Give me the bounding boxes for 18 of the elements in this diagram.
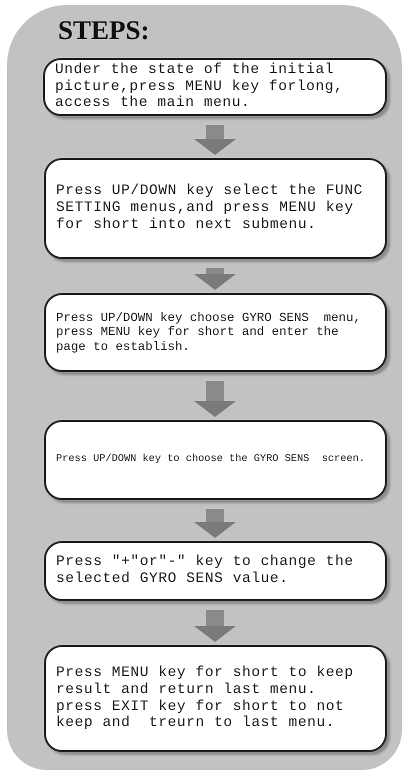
step-text: Press UP/DOWN key to choose the GYRO SENS screen. (56, 454, 365, 466)
down-arrow (194, 509, 236, 538)
step-box (44, 541, 387, 601)
step-text: Press "+"or"-" key to change the selected GYRO SENS value. (56, 554, 355, 588)
step-box (44, 645, 387, 752)
step-text: Under the state of the initial picture,press MENU key forlong, access the main menu. (55, 62, 344, 112)
title: STEPS: (58, 14, 150, 46)
down-arrow (194, 268, 236, 290)
step-box (43, 58, 387, 116)
step-text: Press UP/DOWN key choose GYRO SENS menu, press MENU key for short and enter the page to establish. (56, 311, 362, 354)
down-arrow (194, 610, 236, 642)
down-arrow (194, 125, 236, 155)
step-box (44, 293, 387, 372)
step-text: Press UP/DOWN key select the FUNC SETTING menus,and press MENU key for short into next submenu. (56, 183, 364, 234)
step-text: Press MENU key for short to keep result and return last menu. press EXIT key for short to not keep and treurn to last menu. (56, 665, 355, 732)
step-box (44, 158, 387, 259)
down-arrow (194, 381, 236, 417)
step-box (44, 420, 387, 500)
